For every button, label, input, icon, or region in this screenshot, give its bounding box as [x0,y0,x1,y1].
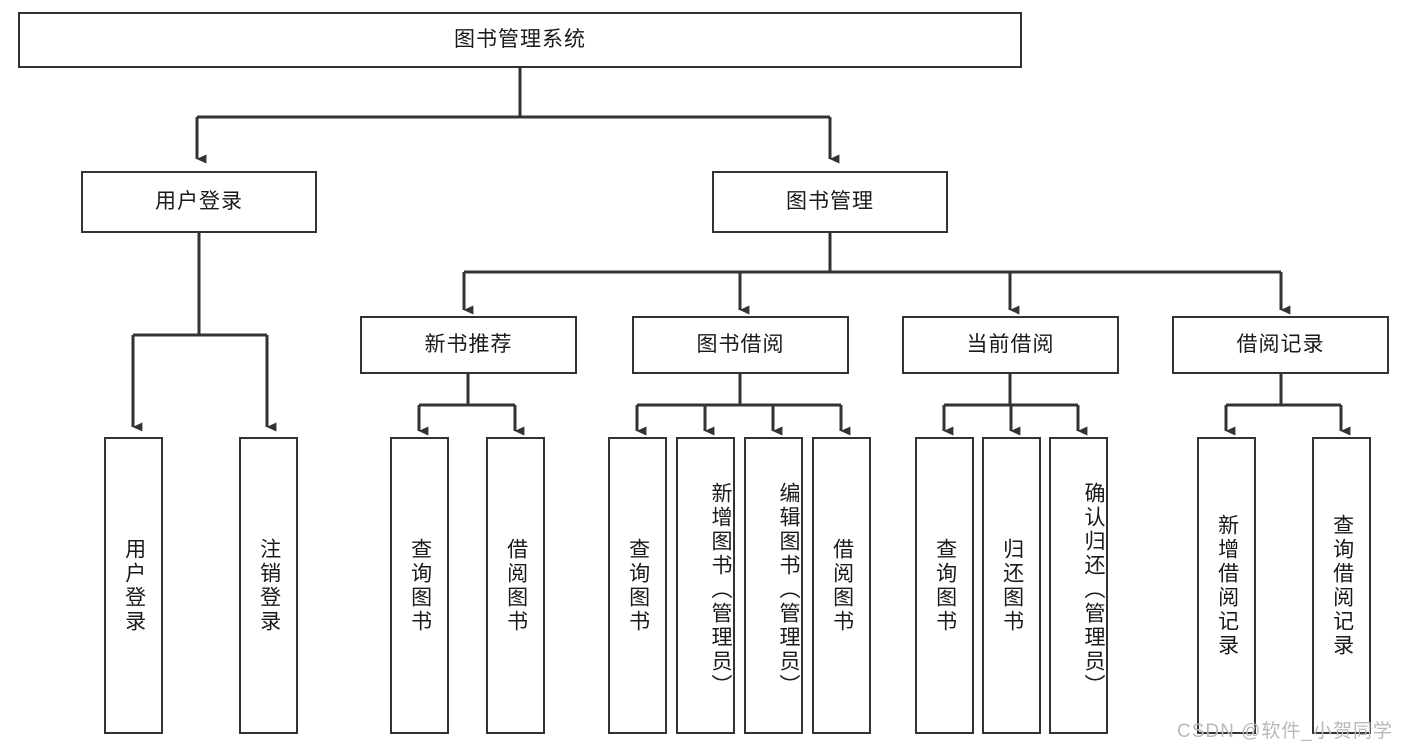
node-leaf-borrow-book-1-label: 借阅图书 [504,537,528,634]
node-leaf-add-record-label: 新增借阅记录 [1215,513,1239,658]
node-leaf-return-book-label: 归还图书 [1000,537,1024,634]
node-new-book-recommend-label: 新书推荐 [424,332,513,356]
node-leaf-borrow-book-1[interactable]: 借阅图书 [486,437,545,734]
node-leaf-query-record[interactable]: 查询借阅记录 [1312,437,1371,734]
node-leaf-add-book-label: 新增图书（管理员） [709,481,732,698]
node-root[interactable]: 图书管理系统 [18,12,1022,68]
node-leaf-add-record[interactable]: 新增借阅记录 [1197,437,1256,734]
node-leaf-user-login-label: 用户登录 [122,537,146,634]
node-leaf-borrow-book-2-label: 借阅图书 [830,537,854,634]
node-user-login[interactable]: 用户登录 [81,171,317,233]
node-leaf-query-book-2[interactable]: 查询图书 [608,437,667,734]
node-leaf-return-book[interactable]: 归还图书 [982,437,1041,734]
node-leaf-user-logout-label: 注销登录 [257,537,281,634]
node-leaf-query-book-1[interactable]: 查询图书 [390,437,449,734]
node-user-login-label: 用户登录 [155,189,243,213]
csdn-watermark: CSDN @软件_小贺同学 [1177,721,1393,742]
node-leaf-user-login[interactable]: 用户登录 [104,437,163,734]
node-leaf-edit-book-label: 编辑图书（管理员） [777,481,800,698]
node-book-borrow-label: 图书借阅 [696,332,785,356]
node-book-management[interactable]: 图书管理 [712,171,948,233]
node-book-management-label: 图书管理 [786,189,874,213]
node-current-borrow-label: 当前借阅 [966,332,1055,356]
node-current-borrow[interactable]: 当前借阅 [902,316,1119,374]
node-book-borrow[interactable]: 图书借阅 [632,316,849,374]
node-root-label: 图书管理系统 [454,27,586,51]
node-leaf-user-logout[interactable]: 注销登录 [239,437,298,734]
node-borrow-record-label: 借阅记录 [1236,332,1325,356]
node-new-book-recommend[interactable]: 新书推荐 [360,316,577,374]
node-leaf-query-book-2-label: 查询图书 [626,537,650,634]
node-borrow-record[interactable]: 借阅记录 [1172,316,1389,374]
node-leaf-query-record-label: 查询借阅记录 [1330,513,1354,658]
node-leaf-query-book-3-label: 查询图书 [933,537,957,634]
node-leaf-borrow-book-2[interactable]: 借阅图书 [812,437,871,734]
node-leaf-add-book[interactable]: 新增图书（管理员） [676,437,735,734]
node-leaf-edit-book[interactable]: 编辑图书（管理员） [744,437,803,734]
node-leaf-confirm-return-label: 确认归还（管理员） [1082,481,1105,698]
node-leaf-query-book-1-label: 查询图书 [408,537,432,634]
node-leaf-confirm-return[interactable]: 确认归还（管理员） [1049,437,1108,734]
node-leaf-query-book-3[interactable]: 查询图书 [915,437,974,734]
